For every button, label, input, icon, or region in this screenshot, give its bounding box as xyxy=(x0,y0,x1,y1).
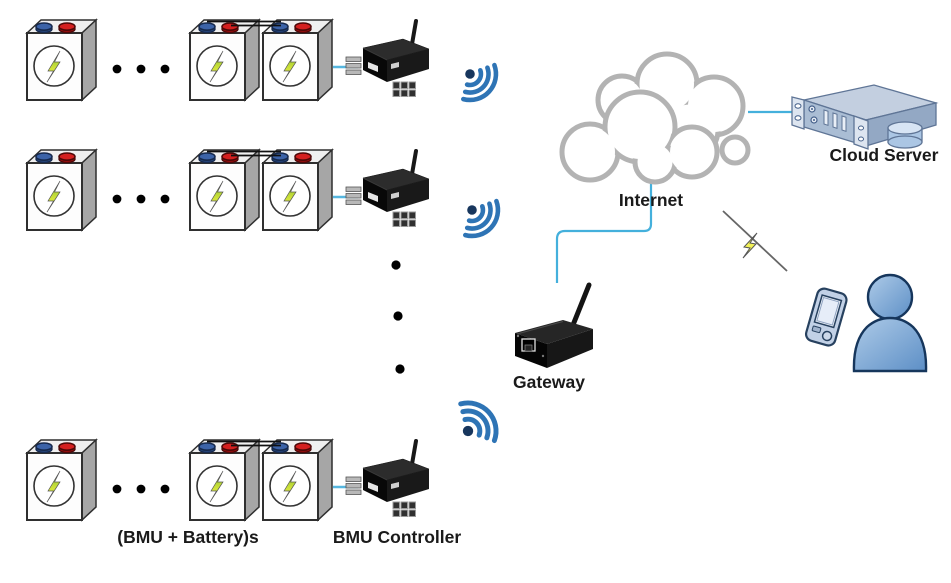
battery-string-row-2 xyxy=(27,150,429,230)
internet-label: Internet xyxy=(619,190,683,210)
wifi-signal-icon-row3 xyxy=(458,402,499,440)
wireless-link-bolt-icon xyxy=(722,210,788,272)
bmu-battery-label: (BMU + Battery)s xyxy=(117,527,259,547)
vertical-continuation-dots xyxy=(391,260,405,374)
gateway-internet-link xyxy=(555,182,653,283)
battery-string-row-1 xyxy=(27,20,429,100)
cloud-server-label: Cloud Server xyxy=(830,145,939,165)
wifi-signal-icon-row1 xyxy=(463,65,496,100)
bmu-controller-label: BMU Controller xyxy=(333,527,462,547)
gateway-label: Gateway xyxy=(513,372,585,392)
wifi-signal-icon-row2 xyxy=(465,201,498,236)
battery-string-row-3 xyxy=(27,440,429,520)
